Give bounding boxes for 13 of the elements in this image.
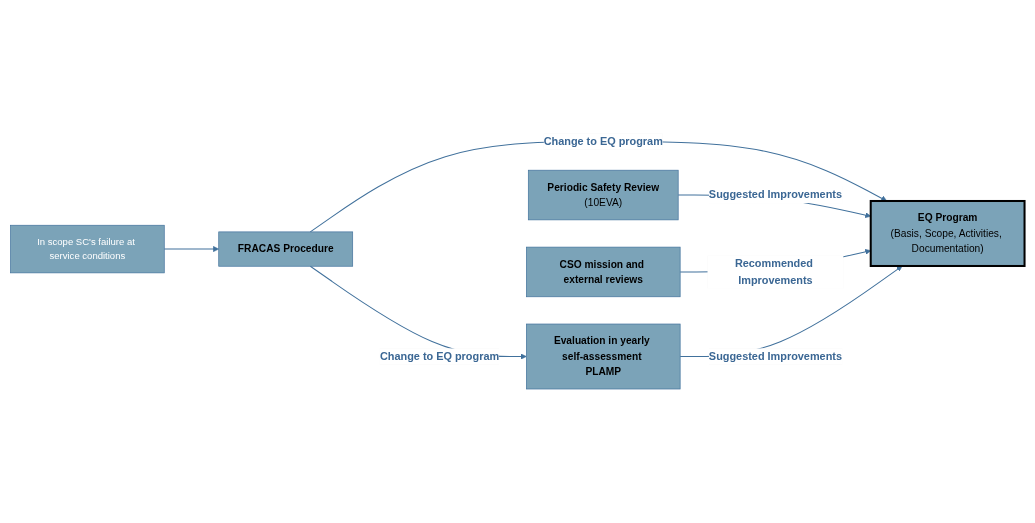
node-box: CSO mission and external reviews <box>526 247 681 298</box>
node-box: Periodic Safety Review (10EVA) <box>527 170 679 221</box>
node-box: In scope SC's failure at service conditions <box>10 225 165 274</box>
edge-label: Change to EQ program <box>379 350 500 363</box>
arrow <box>309 141 887 233</box>
arrow <box>163 246 219 253</box>
edge-label: Change to EQ program <box>543 135 663 148</box>
edge-label: Suggested Improvements <box>708 350 843 363</box>
node-box: Evaluation in yearly self-assessment PLAMP <box>526 323 681 390</box>
edge-label: Suggested Improvements <box>708 189 843 201</box>
node-box: FRACAS Procedure <box>218 231 354 267</box>
node-box: EQ Program (Basis, Scope, Activities, Documentation) <box>869 200 1026 268</box>
edge-label: Recommended Improvements <box>734 257 813 286</box>
